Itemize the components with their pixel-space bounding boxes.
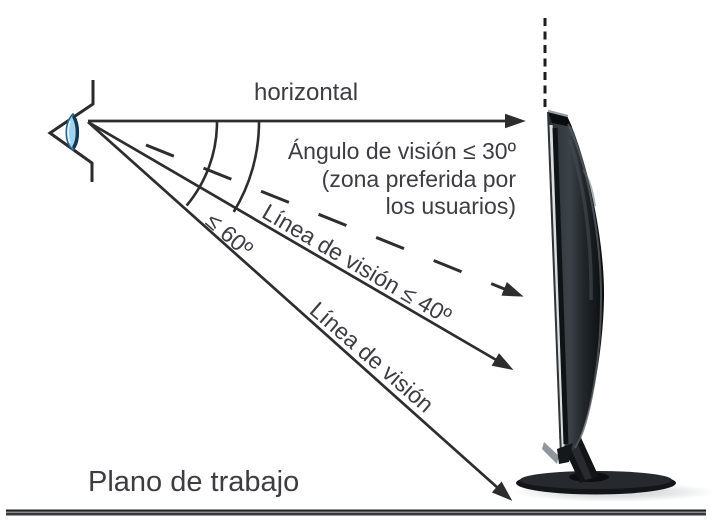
monitor-top-cap xyxy=(548,112,572,127)
outer-angle-arc xyxy=(232,121,261,213)
viewing-angle-label-line1: Ángulo de visión ≤ 30º xyxy=(288,138,517,164)
inner-angle-arc xyxy=(185,121,219,207)
work-plane-line xyxy=(6,509,706,516)
work-plane-line-top xyxy=(6,509,706,512)
work-plane-line-mid xyxy=(6,511,706,513)
sight-lines xyxy=(87,113,526,501)
monitor-front-edge xyxy=(547,111,562,458)
viewing-angle-label-line2: (zona preferida por xyxy=(322,166,517,192)
angle-arcs xyxy=(185,121,261,213)
monitor-front-strip xyxy=(549,124,565,450)
horizontal-label: horizontal xyxy=(254,79,358,106)
dashed-sight-line-arrow xyxy=(145,143,524,297)
monitor xyxy=(512,18,712,502)
work-plane-line-bottom xyxy=(6,513,706,516)
viewing-angle-label-line3: los usuarios) xyxy=(386,193,516,219)
iris-shade xyxy=(72,115,80,149)
monitor-back-ledge xyxy=(582,169,596,207)
sight-line-60-arrow xyxy=(87,120,513,501)
monitor-back-sheen xyxy=(568,139,593,301)
monitor-bezel-line xyxy=(552,127,569,445)
eyelid-outline xyxy=(47,80,95,182)
eye-icon xyxy=(47,80,95,182)
work-plane-label: Plano de trabajo xyxy=(88,466,299,498)
iris-highlight xyxy=(67,120,71,144)
sight-line-40-arrow xyxy=(87,120,514,370)
monitor-chin-dark xyxy=(557,443,573,464)
monitor-back-rim xyxy=(567,123,603,449)
monitor-chin-light xyxy=(542,442,559,464)
monitor-top-edge-highlight xyxy=(547,109,569,118)
